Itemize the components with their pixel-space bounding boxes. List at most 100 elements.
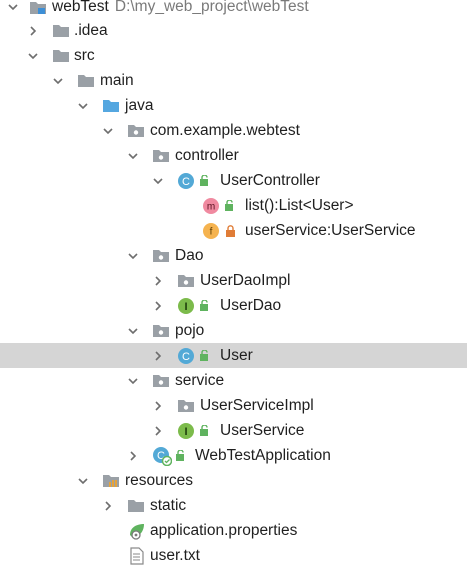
file-label: application.properties: [150, 521, 298, 539]
tree-row-main[interactable]: main: [0, 68, 467, 93]
chevron-down-icon[interactable]: [7, 0, 19, 19]
leaf-icon: [175, 443, 187, 468]
method-icon: m: [202, 193, 220, 218]
module-name: webTest: [52, 0, 109, 15]
svg-text:C: C: [182, 351, 190, 363]
package-label: UserServiceImpl: [200, 396, 314, 414]
tree-row-userdao[interactable]: I UserDao: [0, 293, 467, 318]
folder-label: main: [100, 71, 134, 89]
field-label: userService:UserService: [245, 221, 416, 239]
spring-boot-class-icon: C: [152, 443, 172, 468]
chevron-down-icon[interactable]: [52, 68, 64, 93]
svg-text:m: m: [207, 201, 215, 212]
chevron-down-icon[interactable]: [127, 143, 139, 168]
chevron-right-icon[interactable]: [152, 268, 164, 293]
svg-text:C: C: [157, 450, 165, 462]
class-icon: C: [177, 168, 195, 193]
package-icon: [152, 368, 170, 393]
package-icon: [177, 268, 195, 293]
tree-row-dao[interactable]: Dao: [0, 243, 467, 268]
package-icon: [152, 318, 170, 343]
interface-icon: I: [177, 293, 195, 318]
folder-label: src: [74, 46, 95, 64]
tree-row-userdaoimpl[interactable]: UserDaoImpl: [0, 268, 467, 293]
tree-row-userservice[interactable]: I UserService: [0, 418, 467, 443]
package-label: service: [175, 371, 225, 389]
chevron-down-icon[interactable]: [77, 93, 89, 118]
package-label: UserDaoImpl: [200, 271, 291, 289]
svg-text:f: f: [210, 226, 213, 237]
private-lock-icon: [225, 218, 236, 243]
chevron-down-icon[interactable]: [127, 243, 139, 268]
public-leaf-icon: [224, 193, 236, 218]
folder-icon: [127, 493, 145, 518]
folder-label: static: [150, 496, 187, 514]
leaf-icon: [199, 168, 211, 193]
interface-icon: I: [177, 418, 195, 443]
package-label: controller: [175, 146, 239, 164]
text-file-icon: [130, 543, 144, 568]
tree-row-userservice-field[interactable]: f userService:UserService: [0, 218, 467, 243]
chevron-right-icon[interactable]: [27, 18, 39, 43]
leaf-icon: [199, 418, 211, 443]
folder-label: java: [125, 96, 154, 114]
chevron-right-icon[interactable]: [127, 443, 139, 468]
leaf-icon: [199, 293, 211, 318]
chevron-down-icon[interactable]: [152, 168, 164, 193]
folder-icon: [77, 68, 95, 93]
tree-row-usercontroller[interactable]: C UserController: [0, 168, 467, 193]
tree-row-webtestapplication[interactable]: C WebTestApplication: [0, 443, 467, 468]
tree-row-idea[interactable]: .idea: [0, 18, 467, 43]
class-icon: C: [177, 343, 195, 368]
tree-row-user[interactable]: C User: [0, 343, 467, 368]
package-label: com.example.webtest: [150, 121, 300, 139]
tree-row-package[interactable]: com.example.webtest: [0, 118, 467, 143]
tree-row-pojo[interactable]: pojo: [0, 318, 467, 343]
chevron-right-icon[interactable]: [152, 418, 164, 443]
package-icon: [152, 243, 170, 268]
module-path: D:\my_web_project\webTest: [114, 0, 309, 15]
tree-row-src[interactable]: src: [0, 43, 467, 68]
svg-text:I: I: [184, 301, 187, 313]
package-icon: [152, 143, 170, 168]
tree-row-controller[interactable]: controller: [0, 143, 467, 168]
module-icon: [29, 0, 47, 19]
chevron-down-icon[interactable]: [77, 468, 89, 493]
chevron-right-icon[interactable]: [152, 393, 164, 418]
spring-properties-icon: [127, 518, 147, 543]
tree-row-list-method[interactable]: m list():List<User>: [0, 193, 467, 218]
class-label: WebTestApplication: [195, 446, 331, 464]
chevron-down-icon[interactable]: [102, 118, 114, 143]
leaf-icon: [199, 343, 211, 368]
resources-folder-icon: [102, 468, 120, 493]
folder-label: resources: [125, 471, 194, 489]
chevron-down-icon[interactable]: [27, 43, 39, 68]
source-folder-icon: [102, 93, 120, 118]
chevron-right-icon[interactable]: [102, 493, 114, 518]
file-label: user.txt: [150, 546, 200, 564]
chevron-right-icon[interactable]: [152, 293, 164, 318]
tree-row-java[interactable]: java: [0, 93, 467, 118]
svg-text:C: C: [182, 176, 190, 188]
class-label: UserController: [220, 171, 320, 189]
interface-label: UserService: [220, 421, 305, 439]
method-label: list():List<User>: [245, 196, 354, 214]
tree-row-service[interactable]: service: [0, 368, 467, 393]
chevron-down-icon[interactable]: [127, 368, 139, 393]
tree-row-application-properties[interactable]: application.properties: [0, 518, 467, 543]
tree-row-user-txt[interactable]: user.txt: [0, 543, 467, 568]
tree-row-resources[interactable]: resources: [0, 468, 467, 493]
tree-row-static[interactable]: static: [0, 493, 467, 518]
class-label: User: [220, 346, 253, 364]
folder-icon: [52, 43, 70, 68]
tree-row-webtest[interactable]: webTest D:\my_web_project\webTest: [0, 0, 467, 19]
folder-icon: [52, 18, 70, 43]
field-icon: f: [202, 218, 220, 243]
chevron-right-icon[interactable]: [152, 343, 164, 368]
svg-text:I: I: [184, 426, 187, 438]
package-icon: [177, 393, 195, 418]
tree-row-userserviceimpl[interactable]: UserServiceImpl: [0, 393, 467, 418]
package-label: pojo: [175, 321, 205, 339]
package-icon: [127, 118, 145, 143]
chevron-down-icon[interactable]: [127, 318, 139, 343]
